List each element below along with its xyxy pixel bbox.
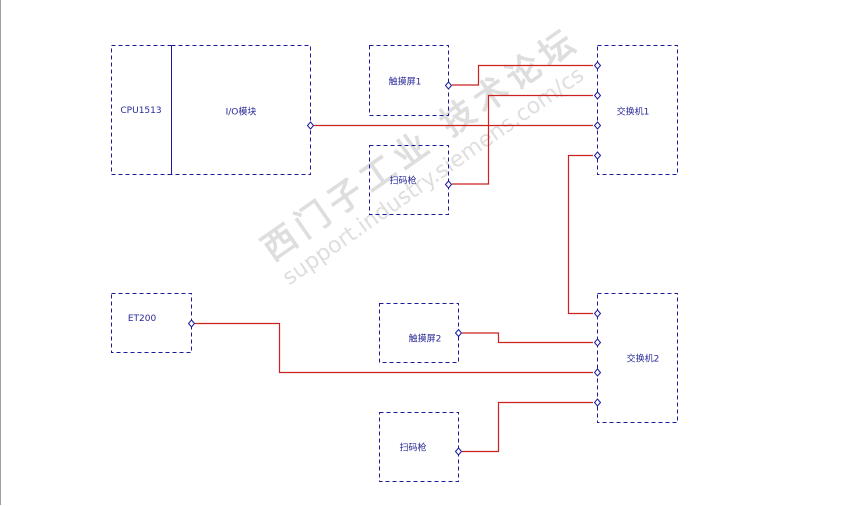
port-switch2-2[interactable] — [593, 338, 602, 347]
port-et200[interactable] — [187, 319, 196, 328]
cpu-label: CPU1513 — [120, 106, 162, 116]
hmi1-label: 触摸屏1 — [388, 77, 422, 88]
switch1-label: 交换机1 — [616, 107, 650, 118]
port-io[interactable] — [306, 121, 315, 130]
link-scanner1-switch1[interactable] — [452, 94, 593, 185]
cpu-box[interactable] — [111, 45, 172, 175]
scanner2-box[interactable] — [379, 412, 459, 482]
switch2-label: 交换机2 — [626, 354, 660, 365]
port-hmi2[interactable] — [454, 328, 463, 338]
et200-box[interactable] — [111, 293, 192, 353]
hmi2-label: 触摸屏2 — [408, 334, 442, 345]
link-scanner2-switch2[interactable] — [462, 401, 593, 453]
link-hmi1-switch1[interactable] — [452, 64, 593, 86]
port-switch1-2[interactable] — [593, 91, 602, 100]
io-module-label: I/O模块 — [225, 107, 257, 118]
hmi1-box[interactable] — [369, 45, 449, 116]
port-scanner2[interactable] — [454, 447, 463, 456]
port-switch1-4[interactable] — [593, 151, 602, 160]
switch1-box[interactable] — [597, 45, 678, 175]
port-hmi1[interactable] — [444, 81, 453, 90]
port-switch2-4[interactable] — [593, 398, 602, 407]
link-hmi2-switch2[interactable] — [462, 332, 593, 344]
scanner2-label: 扫码枪 — [399, 443, 427, 454]
io-module-box[interactable] — [171, 45, 311, 175]
link-et200-switch2[interactable] — [195, 322, 593, 374]
port-switch2-1[interactable] — [593, 309, 602, 318]
switch2-box[interactable] — [597, 293, 678, 423]
scanner1-box[interactable] — [369, 145, 449, 215]
port-switch1-1[interactable] — [593, 61, 602, 70]
port-scanner1[interactable] — [444, 180, 453, 189]
scanner1-label: 扫码枪 — [389, 176, 417, 187]
link-switch1-switch2[interactable] — [567, 154, 594, 315]
port-switch2-3[interactable] — [593, 368, 602, 377]
port-switch1-3[interactable] — [593, 121, 602, 130]
et200-label: ET200 — [127, 314, 157, 324]
